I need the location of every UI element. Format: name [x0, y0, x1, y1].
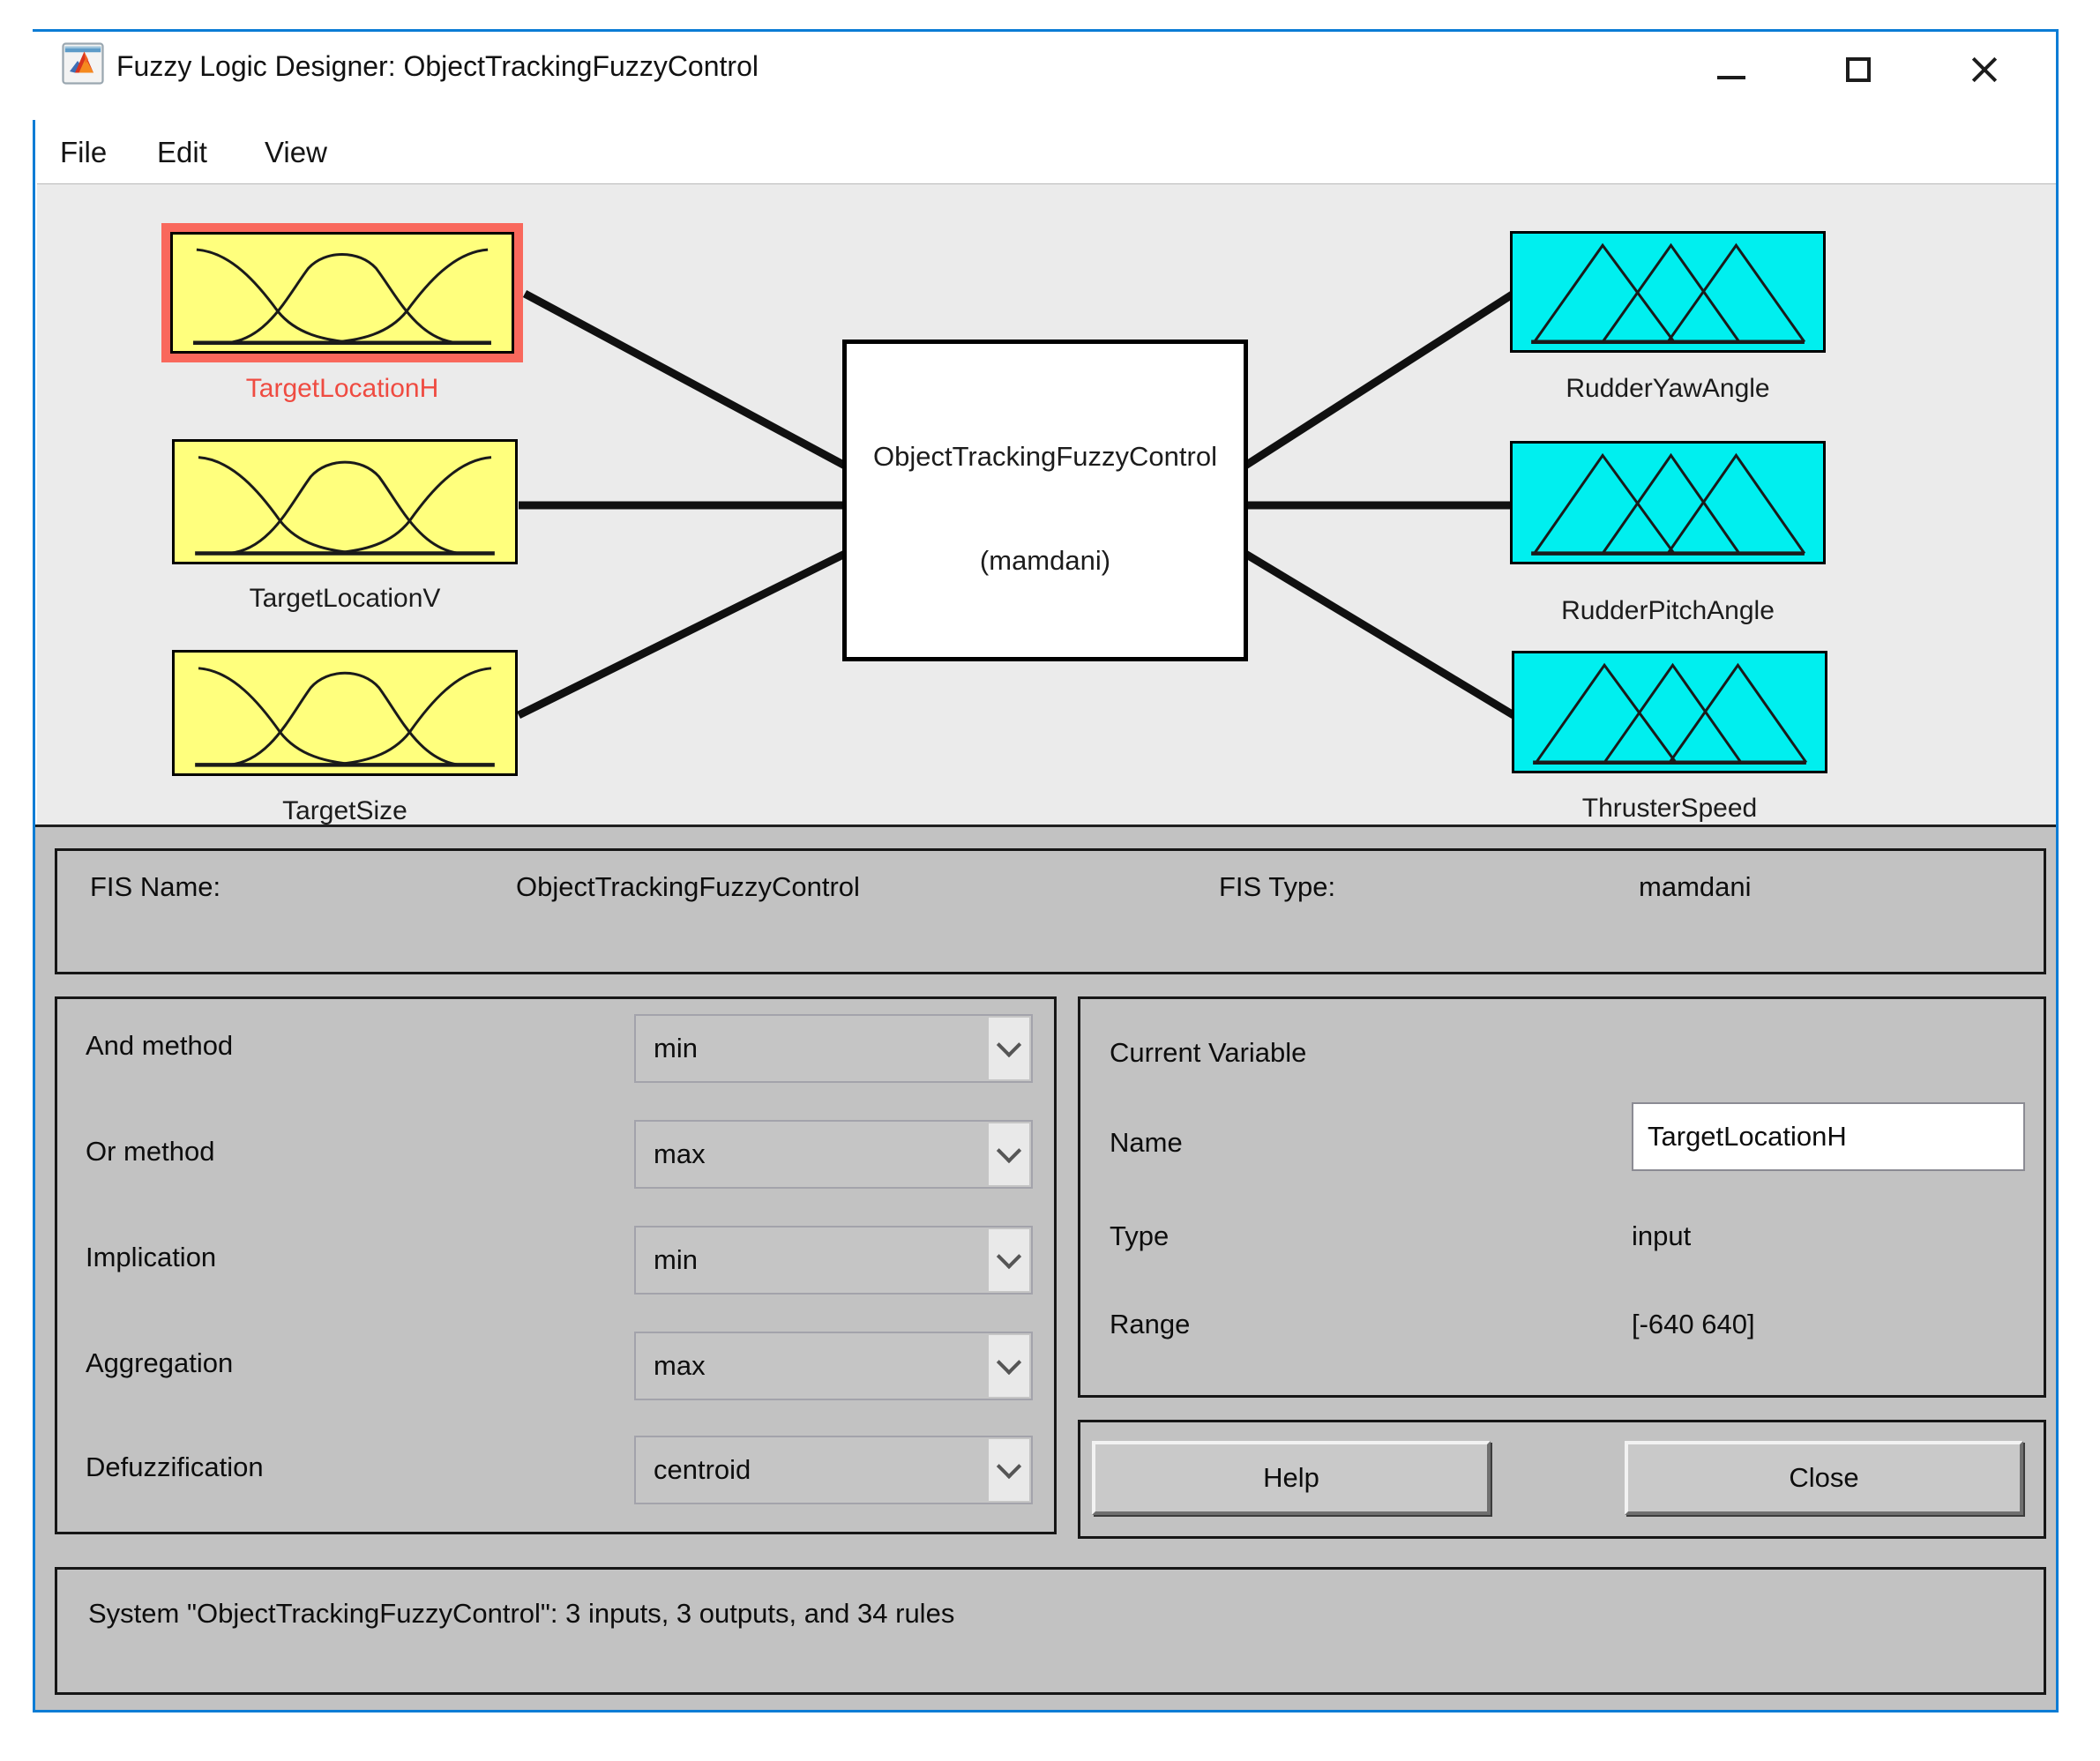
fis-name-label: FIS Name:: [90, 871, 221, 902]
input-label: TargetLocationH: [245, 374, 439, 403]
output-variable-box-RudderPitchAngle[interactable]: [1510, 441, 1826, 564]
and-method-dropdown[interactable]: min: [634, 1014, 1033, 1083]
fis-type-label: FIS Type:: [1219, 871, 1336, 902]
or-method-dropdown[interactable]: max: [634, 1120, 1033, 1189]
implication-value: min: [654, 1244, 698, 1275]
output-label: ThrusterSpeed: [1581, 794, 1758, 823]
close-button-action[interactable]: Close: [1625, 1441, 2023, 1515]
connection-lines: [517, 290, 1516, 720]
status-message: System "ObjectTrackingFuzzyControl": 3 i…: [88, 1598, 955, 1629]
chevron-down-icon: [996, 1453, 1022, 1480]
status-panel: [55, 1567, 2046, 1695]
variable-name-input[interactable]: [1632, 1102, 2025, 1171]
window-title: Fuzzy Logic Designer: ObjectTrackingFuzz…: [116, 50, 759, 82]
input-variable-box-TargetLocationV[interactable]: [172, 439, 518, 564]
fis-info-panel: [55, 848, 2046, 974]
title-bar: [33, 32, 2053, 120]
variable-type-value: input: [1632, 1220, 1692, 1251]
triangle-mf-icon: [1514, 653, 1825, 771]
chevron-down-icon: [996, 1138, 1022, 1164]
fis-type-value: mamdani: [1639, 871, 1752, 902]
current-variable-title: Current Variable: [1110, 1037, 1307, 1068]
chevron-down-icon: [996, 1243, 1022, 1270]
menu-file[interactable]: File: [60, 136, 108, 168]
output-variable-box-ThrusterSpeed[interactable]: [1512, 651, 1827, 773]
output-label: RudderYawAngle: [1566, 374, 1770, 403]
implication-label: Implication: [86, 1242, 217, 1272]
fis-name-value: ObjectTrackingFuzzyControl: [516, 871, 860, 902]
output-variable-box-RudderYawAngle[interactable]: [1510, 231, 1826, 353]
variable-range-label: Range: [1110, 1309, 1191, 1339]
maximize-icon: [1846, 57, 1871, 82]
defuzzification-dropdown[interactable]: centroid: [634, 1436, 1033, 1504]
variable-type-label: Type: [1110, 1220, 1170, 1251]
menu-edit[interactable]: Edit: [157, 136, 207, 168]
output-label: RudderPitchAngle: [1561, 596, 1775, 625]
matlab-logo-icon: [62, 42, 104, 85]
chevron-down-icon: [996, 1349, 1022, 1376]
input-label: TargetLocationV: [249, 584, 441, 613]
defuzzification-value: centroid: [654, 1454, 751, 1485]
aggregation-value: max: [654, 1350, 706, 1381]
implication-dropdown[interactable]: min: [634, 1226, 1033, 1295]
aggregation-dropdown[interactable]: max: [634, 1332, 1033, 1400]
gaussian-mf-icon: [175, 442, 515, 562]
and-method-label: And method: [86, 1030, 234, 1061]
triangle-mf-icon: [1513, 234, 1823, 350]
minimize-button[interactable]: [1692, 37, 1771, 102]
triangle-mf-icon: [1513, 444, 1823, 562]
help-button[interactable]: Help: [1092, 1441, 1491, 1515]
defuzzification-label: Defuzzification: [86, 1451, 264, 1482]
or-method-value: max: [654, 1138, 706, 1169]
menu-view[interactable]: View: [265, 136, 327, 168]
fis-system-block[interactable]: ObjectTrackingFuzzyControl (mamdani): [842, 340, 1248, 661]
fis-block-type: (mamdani): [979, 545, 1111, 576]
and-method-value: min: [654, 1033, 698, 1063]
gaussian-mf-icon: [173, 235, 512, 351]
chevron-down-icon: [996, 1032, 1022, 1058]
variable-name-label: Name: [1110, 1127, 1183, 1158]
maximize-button[interactable]: [1819, 37, 1898, 102]
or-method-label: Or method: [86, 1136, 215, 1167]
input-variable-box-TargetSize[interactable]: [172, 650, 518, 776]
fis-block-name: ObjectTrackingFuzzyControl: [873, 441, 1217, 472]
input-label: TargetSize: [282, 796, 407, 825]
menu-bar: File Edit View: [35, 120, 2056, 183]
variable-range-value: [-640 640]: [1632, 1309, 1755, 1339]
minimize-icon: [1717, 76, 1745, 79]
aggregation-label: Aggregation: [86, 1347, 234, 1378]
current-variable-panel: [1078, 996, 2046, 1398]
gaussian-mf-icon: [175, 653, 515, 773]
input-variable-box-TargetLocationH[interactable]: [170, 232, 514, 354]
close-button[interactable]: [1945, 37, 2024, 102]
close-icon: [1969, 54, 2000, 86]
